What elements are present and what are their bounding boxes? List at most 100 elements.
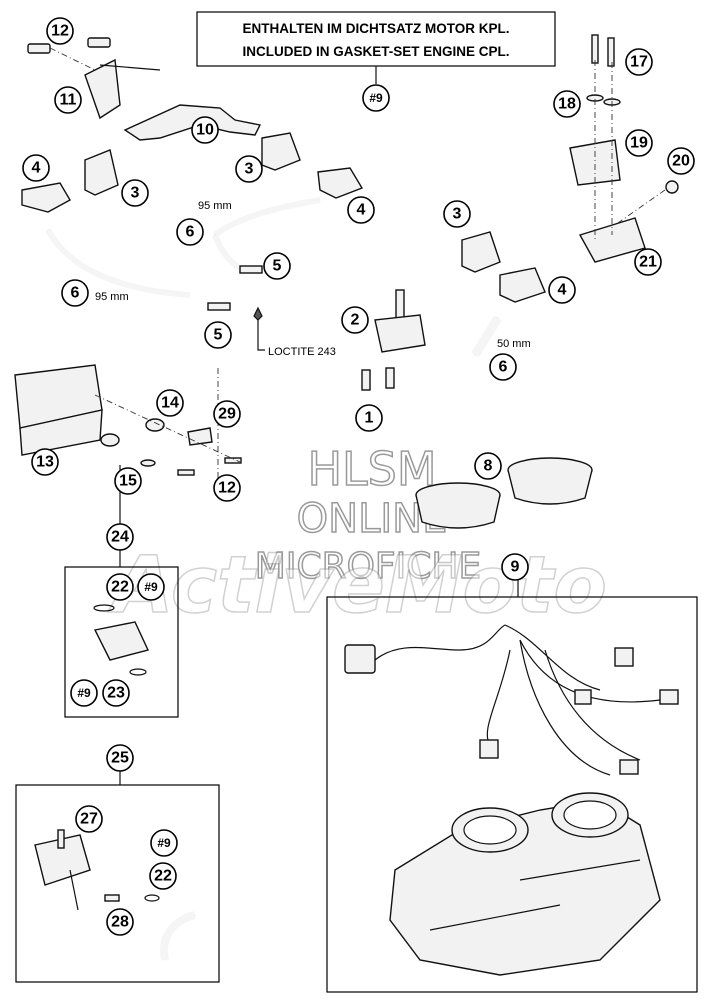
injector-box	[64, 566, 179, 718]
callout-4[interactable]: 4	[347, 196, 375, 224]
idle-sensor-box	[15, 784, 220, 983]
watermark-line1: HLSM	[307, 442, 436, 496]
callout-3[interactable]: 3	[443, 200, 471, 228]
nipple-group	[207, 265, 265, 351]
callout-2[interactable]: 2	[341, 306, 369, 334]
svg-text:29: 29	[218, 406, 236, 423]
gasket-set-note: ENTHALTEN IM DICHTSATZ MOTOR KPL. INCLUD…	[196, 11, 556, 84]
control-module-group	[569, 34, 679, 263]
callout-4[interactable]: 4	[548, 276, 576, 304]
callout-24[interactable]: 24	[106, 523, 134, 551]
note-line2: INCLUDED IN GASKET-SET ENGINE CPL.	[242, 44, 509, 59]
callout-14[interactable]: 14	[156, 389, 184, 417]
svg-text:#9: #9	[157, 836, 171, 850]
sensor-group-right	[461, 231, 546, 303]
loctite-label: LOCTITE 243	[268, 346, 336, 358]
svg-text:10: 10	[196, 122, 214, 139]
callout-1[interactable]: 1	[355, 404, 383, 432]
svg-text:4: 4	[558, 282, 567, 299]
watermark-brand: ActiveMoto	[107, 541, 607, 631]
svg-text:#9: #9	[77, 686, 91, 700]
svg-text:17: 17	[630, 54, 648, 71]
svg-text:3: 3	[245, 161, 254, 178]
callout-5[interactable]: 5	[204, 321, 232, 349]
callout-3[interactable]: 3	[121, 179, 149, 207]
svg-text:2: 2	[351, 312, 360, 329]
hose-length-label: 95 mm	[95, 291, 129, 303]
callout-11[interactable]: 11	[54, 86, 82, 114]
svg-text:14: 14	[161, 395, 179, 412]
svg-text:23: 23	[107, 685, 125, 702]
callout-21[interactable]: 21	[634, 248, 662, 276]
note-line1: ENTHALTEN IM DICHTSATZ MOTOR KPL.	[243, 21, 510, 36]
callout-23[interactable]: 23	[102, 679, 130, 707]
callout-27[interactable]: 27	[75, 805, 103, 833]
intake-funnels	[415, 457, 593, 529]
callout-9-ref[interactable]: #9	[137, 573, 165, 601]
callout-12[interactable]: 12	[213, 474, 241, 502]
callout-9-ref[interactable]: #9	[150, 829, 178, 857]
svg-text:28: 28	[111, 914, 129, 931]
callout-4[interactable]: 4	[22, 154, 50, 182]
callout-19[interactable]: 19	[625, 129, 653, 157]
svg-text:15: 15	[119, 473, 137, 490]
bracket-group	[27, 37, 262, 141]
callout-9-ref[interactable]: #9	[70, 679, 98, 707]
svg-text:3: 3	[453, 206, 462, 223]
svg-text:#9: #9	[144, 580, 158, 594]
callout-6[interactable]: 6	[61, 279, 89, 307]
svg-text:9: 9	[511, 559, 520, 576]
callout-18[interactable]: 18	[553, 90, 581, 118]
callout-29[interactable]: 29	[213, 400, 241, 428]
callout-22[interactable]: 22	[106, 573, 134, 601]
callout-9-ref[interactable]: #9	[362, 84, 390, 112]
svg-text:22: 22	[154, 868, 172, 885]
svg-text:5: 5	[273, 258, 282, 275]
svg-text:11: 11	[60, 92, 77, 109]
callout-28[interactable]: 28	[106, 908, 134, 936]
hose-group	[45, 197, 502, 358]
svg-text:4: 4	[357, 202, 366, 219]
svg-text:13: 13	[36, 454, 54, 471]
svg-text:19: 19	[630, 135, 648, 152]
hose-length-label: 95 mm	[198, 200, 232, 212]
ecu-group	[14, 364, 242, 480]
callout-20[interactable]: 20	[667, 147, 695, 175]
svg-text:22: 22	[111, 579, 129, 596]
callout-3[interactable]: 3	[235, 155, 263, 183]
svg-text:12: 12	[51, 23, 69, 40]
throttle-body-box	[326, 580, 698, 993]
svg-text:21: 21	[639, 254, 657, 271]
hose-length-label: 50 mm	[497, 338, 531, 350]
annotations: 95 mm 95 mm 50 mm LOCTITE 243	[95, 200, 531, 358]
callout-25[interactable]: 25	[106, 744, 134, 772]
svg-text:8: 8	[484, 458, 493, 475]
svg-text:3: 3	[131, 185, 140, 202]
svg-text:1: 1	[365, 410, 374, 427]
svg-text:6: 6	[186, 224, 195, 241]
callout-6[interactable]: 6	[176, 218, 204, 246]
callout-9[interactable]: 9	[501, 553, 529, 581]
svg-text:24: 24	[111, 529, 129, 546]
svg-text:18: 18	[558, 96, 576, 113]
sensor-group-left	[21, 132, 364, 213]
svg-text:6: 6	[71, 285, 80, 302]
callout-5[interactable]: 5	[263, 252, 291, 280]
callout-22[interactable]: 22	[149, 862, 177, 890]
callout-12[interactable]: 12	[46, 17, 74, 45]
callout-13[interactable]: 13	[31, 448, 59, 476]
svg-text:27: 27	[80, 811, 98, 828]
callout-6[interactable]: 6	[489, 353, 517, 381]
svg-text:6: 6	[499, 359, 508, 376]
svg-text:5: 5	[214, 327, 223, 344]
callout-8[interactable]: 8	[474, 452, 502, 480]
sensor-2	[361, 289, 426, 391]
callout-10[interactable]: 10	[191, 116, 219, 144]
svg-text:25: 25	[111, 750, 129, 767]
callout-15[interactable]: 15	[114, 467, 142, 495]
svg-text:4: 4	[32, 160, 41, 177]
svg-text:20: 20	[672, 153, 690, 170]
svg-text:12: 12	[218, 480, 236, 497]
callout-17[interactable]: 17	[625, 48, 653, 76]
